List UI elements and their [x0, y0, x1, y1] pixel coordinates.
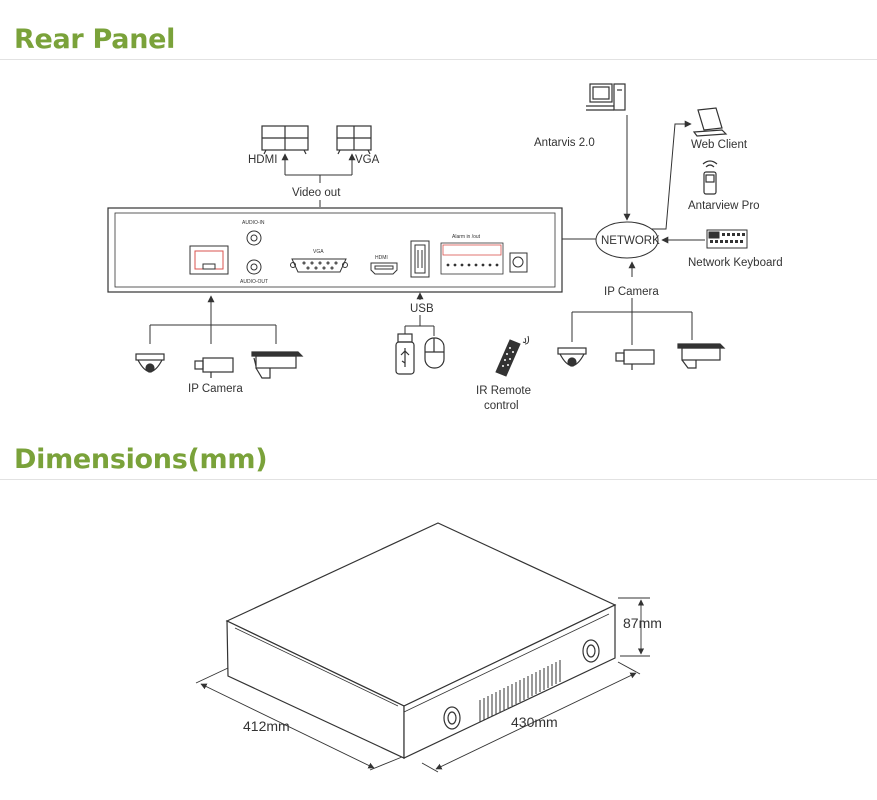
video-out-label: Video out: [292, 187, 341, 199]
ir-remote-label-line2: control: [484, 400, 519, 412]
vga-port-label: VGA: [313, 249, 324, 255]
section-divider: [0, 59, 877, 60]
keyboard-icon: [706, 229, 748, 249]
nvr-rear-panel: [107, 207, 563, 293]
ip-camera-left-label: IP Camera: [188, 383, 243, 395]
mouse-icon: [424, 337, 445, 369]
network-keyboard-label: Network Keyboard: [688, 257, 783, 269]
alarm-terminal: [440, 242, 504, 275]
vga-label: VGA: [355, 154, 380, 166]
width-dimension: 412mm: [243, 718, 290, 734]
hdmi-port: [370, 262, 398, 275]
lan-port: [189, 245, 229, 275]
vga-port: [290, 258, 348, 273]
remote-control-icon: [495, 335, 530, 377]
box-camera-icon: [194, 357, 234, 378]
alarm-label: Alarm in /out: [452, 234, 481, 240]
antarvis-label: Antarvis 2.0: [534, 137, 595, 149]
network-node: [595, 221, 659, 259]
usb-drive-icon: [395, 333, 415, 375]
monitor-icon: [261, 125, 309, 155]
ip-camera-right-label: IP Camera: [604, 286, 659, 298]
ir-remote-label-line1: IR Remote: [476, 385, 531, 397]
antarview-pro-label: Antarview Pro: [688, 200, 760, 212]
section-divider: [0, 479, 877, 480]
hdmi-port-label: HDMI: [375, 255, 388, 261]
web-client-label: Web Client: [691, 139, 748, 151]
usb-port: [410, 240, 430, 278]
network-label: NETWORK: [601, 235, 660, 247]
dimension-lines: [195, 597, 650, 773]
box-camera-icon: [615, 349, 655, 370]
dimensions-title: Dimensions(mm): [14, 444, 268, 475]
rear-panel-title: Rear Panel: [14, 24, 176, 55]
depth-dimension: 430mm: [511, 714, 558, 730]
bullet-camera-icon: [677, 343, 726, 369]
phone-icon: [702, 160, 718, 195]
audio-in-port: [246, 230, 262, 246]
monitor-icon: [336, 125, 372, 155]
height-dimension: 87mm: [623, 615, 662, 631]
audio-in-label: AUDIO-IN: [242, 220, 265, 226]
usb-label: USB: [410, 303, 434, 315]
computer-icon: [586, 83, 626, 111]
audio-out-label: AUDIO-OUT: [240, 279, 268, 285]
bullet-camera-icon: [251, 351, 304, 379]
dome-camera-icon: [557, 347, 587, 367]
dome-camera-icon: [135, 353, 165, 373]
hdmi-label: HDMI: [248, 154, 277, 166]
power-port: [509, 252, 528, 273]
audio-out-port: [246, 259, 262, 275]
laptop-icon: [692, 107, 728, 137]
